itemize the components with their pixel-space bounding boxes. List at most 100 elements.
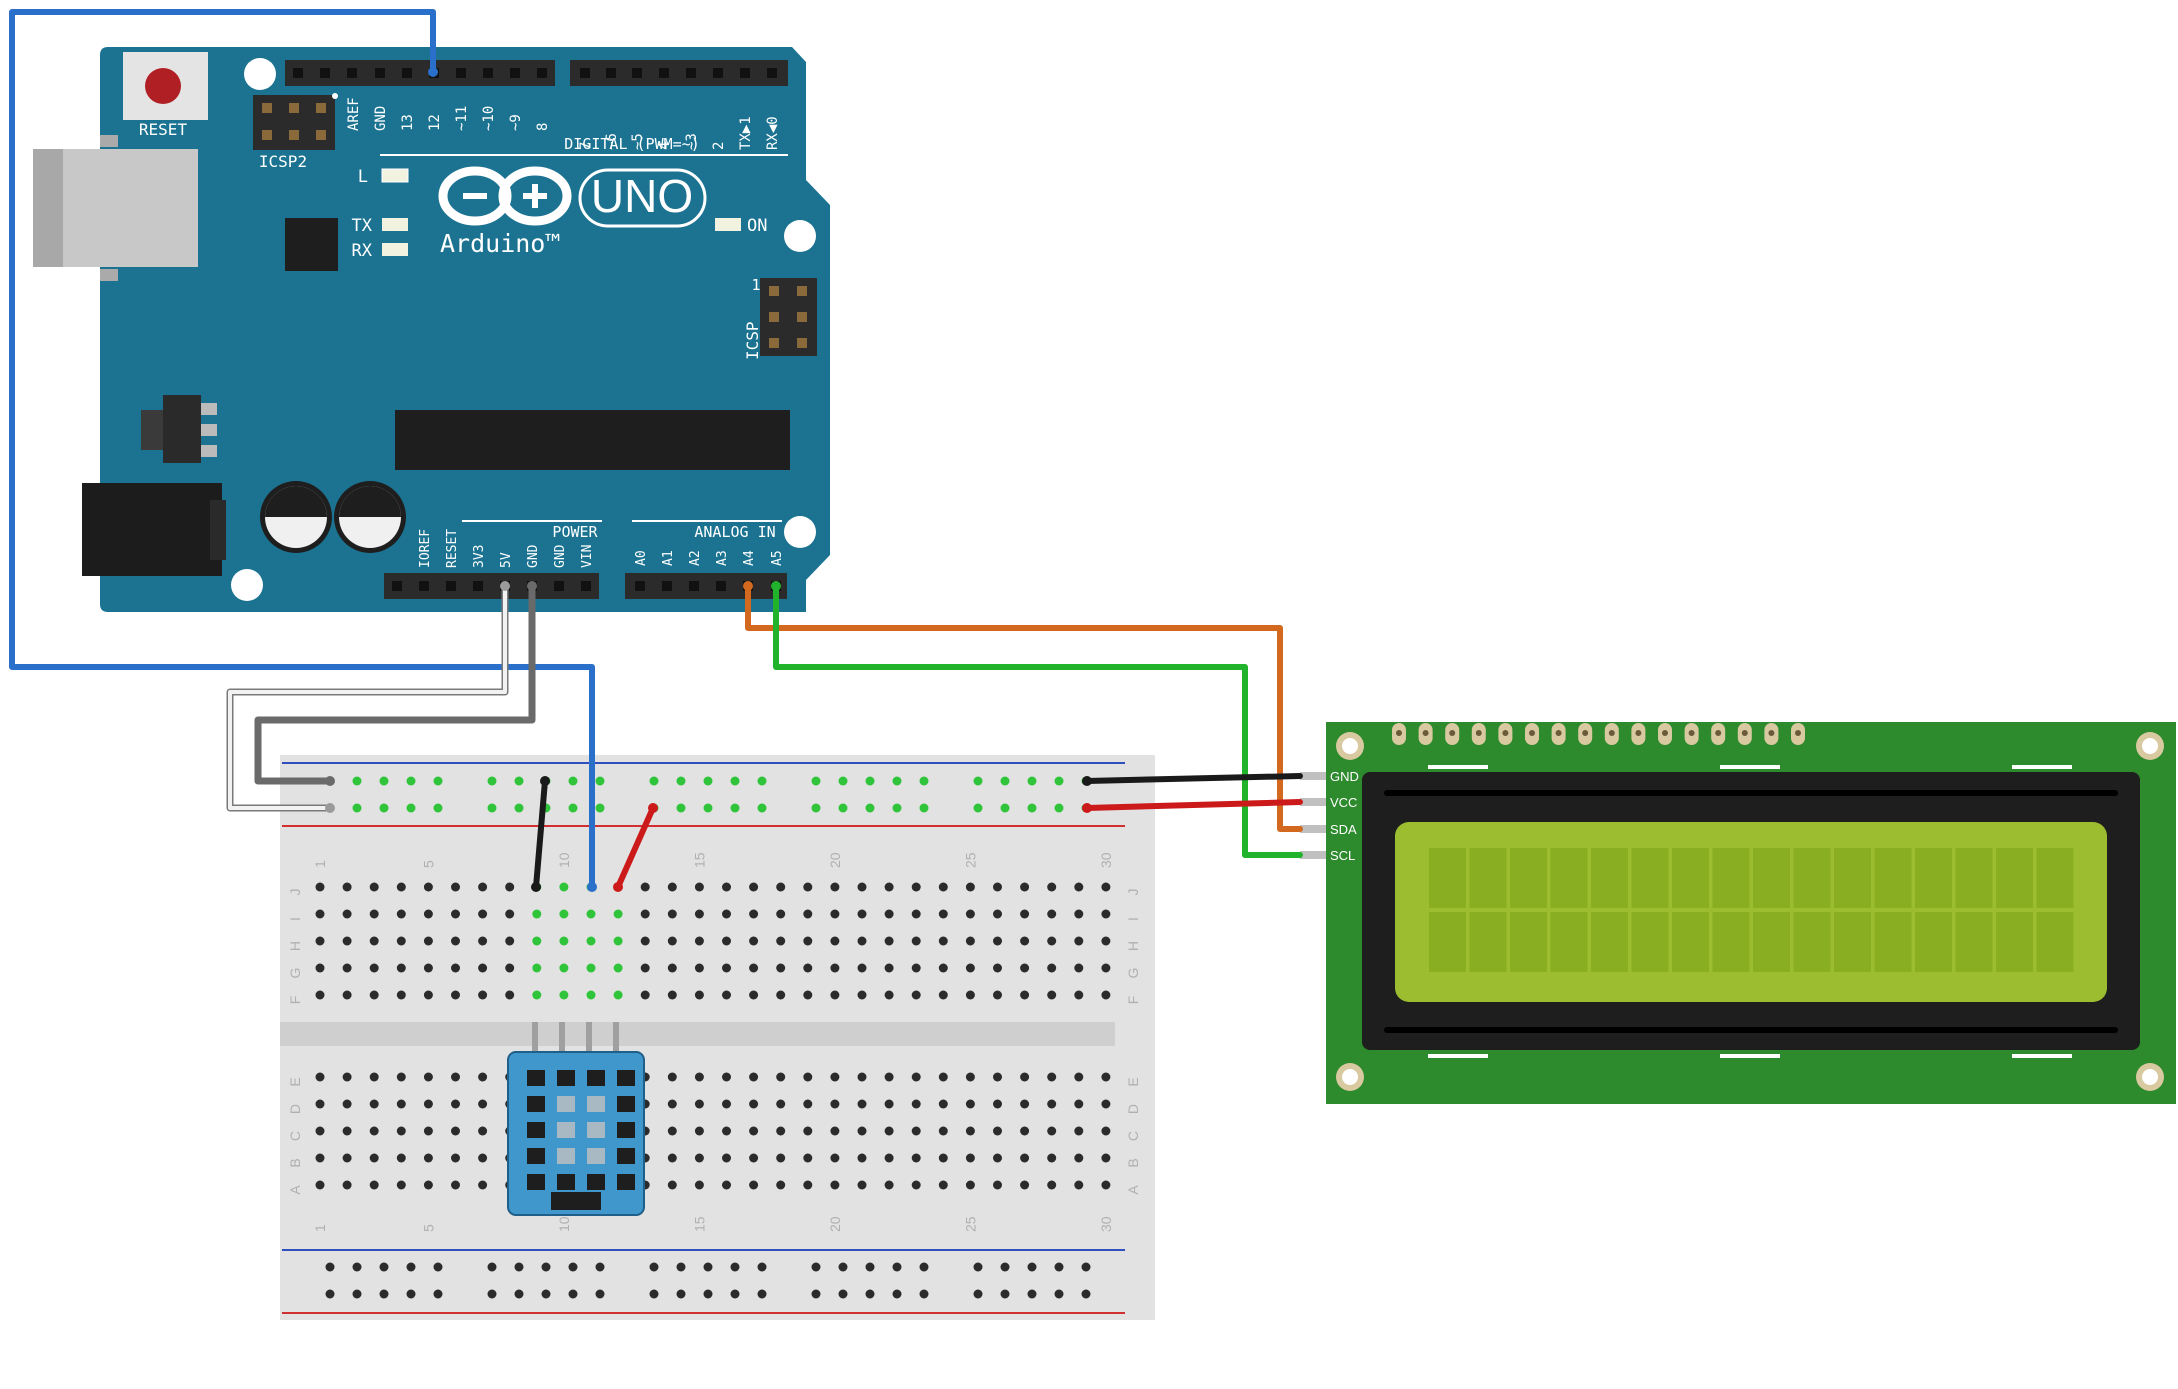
lcd-cell [1672, 912, 1709, 972]
breadboard-hole [993, 1099, 1002, 1109]
sensor-grille-slot [557, 1148, 575, 1164]
rail-hole [1054, 803, 1064, 813]
header-pin [289, 130, 299, 140]
breadboard-hole [451, 1153, 460, 1163]
sensor-grille-slot [617, 1096, 635, 1112]
wires [9, 9, 1303, 890]
breadboard-hole [369, 1180, 379, 1190]
power-pin-label: 5V [499, 552, 514, 568]
rail-hole [838, 776, 848, 786]
breadboard-hole [1074, 963, 1084, 973]
breadboard-hole [830, 1180, 840, 1190]
wire-endpoint [527, 581, 537, 591]
breadboard-hole [857, 1153, 867, 1163]
breadboard-hole [857, 1072, 867, 1082]
rail-hole [541, 1289, 551, 1299]
analog-pin-label: A5 [770, 550, 785, 566]
power-pin-label: GND [526, 544, 541, 568]
row-letter: J [287, 889, 303, 896]
breadboard-hole [640, 909, 650, 919]
wire-endpoint [1082, 776, 1092, 786]
sensor-grille-slot [617, 1070, 635, 1086]
breadboard-hole [993, 1126, 1002, 1136]
lcd-pin [1300, 772, 1326, 780]
rail-hole [838, 1289, 848, 1299]
breadboard-hole [342, 1072, 352, 1082]
breadboard-hole [342, 909, 352, 919]
lcd-character-cells [1429, 848, 2074, 972]
led-rx-label: RX [352, 241, 373, 261]
breadboard-hole [478, 882, 488, 892]
row-letter: E [1125, 1077, 1141, 1086]
rail-hole [757, 803, 767, 813]
breadboard-hole [1020, 1072, 1030, 1082]
breadboard-hole [749, 936, 759, 946]
row-letter: C [287, 1131, 303, 1141]
lcd-cell [1510, 848, 1547, 908]
breadboard-hole [559, 963, 569, 973]
breadboard-hole [342, 990, 352, 1000]
wire-endpoints [325, 67, 1092, 892]
rail-hole [568, 803, 578, 813]
breadboard-hole [342, 936, 352, 946]
header-pin [740, 68, 750, 78]
breadboard-hole [1047, 990, 1057, 1000]
breadboard-hole [803, 936, 813, 946]
breadboard-hole [857, 909, 867, 919]
breadboard-hole [1020, 963, 1030, 973]
breadboard-hole [965, 1180, 975, 1190]
breadboard-hole [369, 1072, 379, 1082]
wire-endpoint [325, 776, 335, 786]
breadboard-hole [1101, 936, 1111, 946]
breadboard-hole [776, 990, 786, 1000]
breadboard-hole [965, 990, 975, 1000]
header-pin [797, 286, 807, 296]
capacitor [334, 481, 406, 553]
rail-hole [352, 776, 362, 786]
wire-orange-sda [745, 583, 1303, 832]
power-label: POWER [552, 523, 598, 541]
breadboard-hole [1074, 882, 1084, 892]
breadboard-hole [911, 1153, 921, 1163]
breadboard-hole [451, 909, 460, 919]
breadboard-hole [830, 936, 840, 946]
breadboard-hole [451, 1180, 460, 1190]
breadboard-hole [776, 1126, 786, 1136]
breadboard-hole [369, 1126, 379, 1136]
rail-hole [541, 1262, 551, 1272]
header-pin [289, 103, 299, 113]
breadboard-hole [694, 936, 704, 946]
rail-hole [379, 776, 389, 786]
breadboard-hole [803, 909, 813, 919]
breadboard-hole [911, 1072, 921, 1082]
breadboard-hole [667, 1099, 677, 1109]
dht11-sensor [507, 1022, 645, 1216]
breadboard-hole [1020, 882, 1030, 892]
breadboard-hole [342, 1180, 352, 1190]
breadboard-hole [478, 1180, 488, 1190]
breadboard-hole [965, 882, 975, 892]
breadboard-hole [1047, 1126, 1057, 1136]
breadboard-hole [776, 1180, 786, 1190]
wire-black-sensor [533, 778, 548, 890]
led-on-label: ON [747, 216, 767, 236]
rail-hole [1000, 803, 1010, 813]
row-letter: H [1125, 941, 1141, 951]
breadboard-hole [803, 882, 813, 892]
rail-hole [352, 1289, 362, 1299]
row-letter: D [287, 1104, 303, 1114]
wire-endpoint [771, 581, 781, 591]
breadboard-hole [993, 1072, 1002, 1082]
breadboard-hole [722, 990, 731, 1000]
breadboard-hole [423, 936, 433, 946]
breadboard-hole [1047, 1072, 1057, 1082]
rail-hole [676, 1289, 686, 1299]
rail-hole [703, 803, 713, 813]
rail-hole [973, 776, 983, 786]
breadboard-hole [1101, 1099, 1111, 1109]
breadboard-hole [505, 963, 515, 973]
breadboard-hole [830, 882, 840, 892]
breadboard-hole [830, 1072, 840, 1082]
digital-pin-label: 12 [427, 114, 443, 131]
breadboard-hole [911, 1180, 921, 1190]
